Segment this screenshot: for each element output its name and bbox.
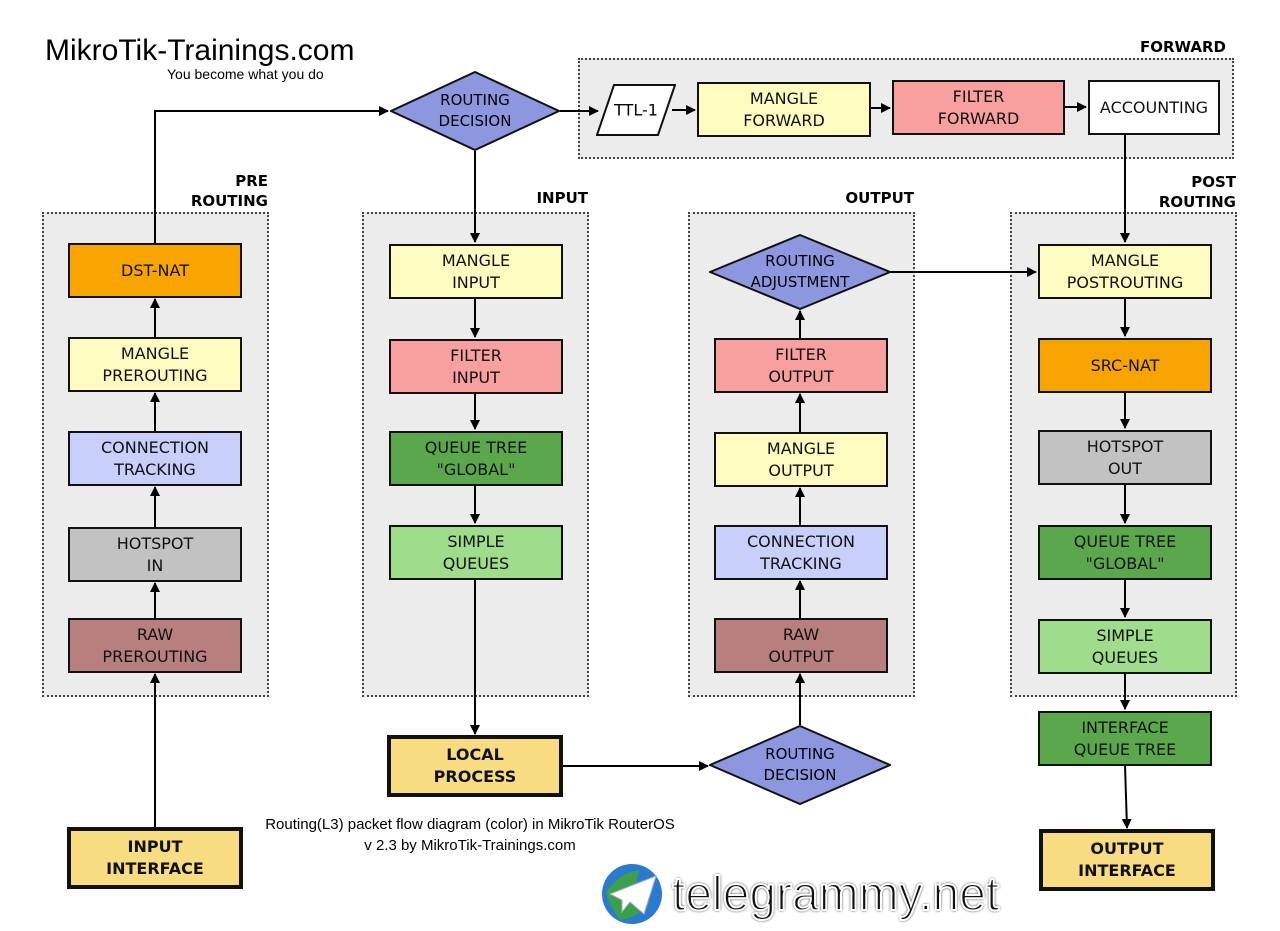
- arrow: [1121, 764, 1132, 829]
- filter-forward-box: FILTER FORWARD: [892, 80, 1065, 135]
- hotspot-in-box: HOTSPOT IN: [68, 527, 242, 582]
- queue-tree-global-input-box: QUEUE TREE "GLOBAL": [389, 431, 563, 486]
- interface-queue-tree-box: INTERFACE QUEUE TREE: [1038, 711, 1212, 766]
- input-label: INPUT: [536, 189, 588, 207]
- connection-tracking-output-box: CONNECTION TRACKING: [714, 525, 888, 580]
- output-label: OUTPUT: [845, 189, 914, 207]
- dst-nat-box: DST-NAT: [68, 243, 242, 298]
- hotspot-out-box: HOTSPOT OUT: [1038, 430, 1212, 485]
- routing-adjustment-label: ROUTING ADJUSTMENT: [750, 252, 850, 291]
- filter-input-box: FILTER INPUT: [389, 339, 563, 394]
- local-process-box: LOCAL PROCESS: [387, 735, 563, 797]
- caption-line-2: v 2.3 by MikroTik-Trainings.com: [364, 837, 576, 854]
- mangle-postrouting-box: MANGLE POSTROUTING: [1038, 244, 1212, 299]
- src-nat-box: SRC-NAT: [1038, 338, 1212, 393]
- simple-queues-input-box: SIMPLE QUEUES: [389, 525, 563, 580]
- mangle-output-box: MANGLE OUTPUT: [714, 432, 888, 487]
- connection-tracking-box: CONNECTION TRACKING: [68, 431, 242, 486]
- output-interface-box: OUTPUT INTERFACE: [1039, 829, 1215, 891]
- raw-prerouting-box: RAW PREROUTING: [68, 618, 242, 673]
- input-interface-box: INPUT INTERFACE: [67, 827, 243, 889]
- caption-line-1: Routing(L3) packet flow diagram (color) …: [265, 816, 675, 833]
- routing-decision-top-label: ROUTING DECISION: [438, 91, 512, 130]
- queue-tree-global-post-box: QUEUE TREE "GLOBAL": [1038, 525, 1212, 580]
- mangle-forward-box: MANGLE FORWARD: [697, 82, 871, 137]
- accounting-box: ACCOUNTING: [1088, 80, 1220, 135]
- prerouting-label: PRE ROUTING: [190, 172, 268, 210]
- simple-queues-post-box: SIMPLE QUEUES: [1038, 619, 1212, 674]
- routing-decision-top: ROUTING DECISION: [388, 70, 562, 152]
- routing-adjustment: ROUTING ADJUSTMENT: [707, 233, 893, 311]
- logo: MikroTik-Trainings.com You become what y…: [45, 34, 355, 83]
- forward-label: FORWARD: [1139, 38, 1226, 56]
- ttl-box: TTL-1: [595, 84, 677, 136]
- logo-brand: MikroTik-Trainings.com: [45, 34, 355, 67]
- caption: Routing(L3) packet flow diagram (color) …: [250, 814, 690, 856]
- telegram-globe-icon: [602, 864, 662, 924]
- arrow: [154, 106, 389, 243]
- mangle-prerouting-box: MANGLE PREROUTING: [68, 337, 242, 392]
- ttl-label: TTL-1: [614, 100, 658, 120]
- telegram-watermark-text: telegrammy.net: [671, 867, 1000, 922]
- telegram-watermark: telegrammy.net: [600, 862, 1000, 926]
- routing-decision-bottom: ROUTING DECISION: [707, 724, 893, 806]
- mangle-input-box: MANGLE INPUT: [389, 244, 563, 299]
- routing-decision-bottom-label: ROUTING DECISION: [763, 745, 837, 784]
- filter-output-box: FILTER OUTPUT: [714, 338, 888, 393]
- postrouting-label: POST ROUTING: [1158, 173, 1236, 211]
- raw-output-box: RAW OUTPUT: [714, 618, 888, 673]
- logo-tagline: You become what you do: [167, 66, 324, 82]
